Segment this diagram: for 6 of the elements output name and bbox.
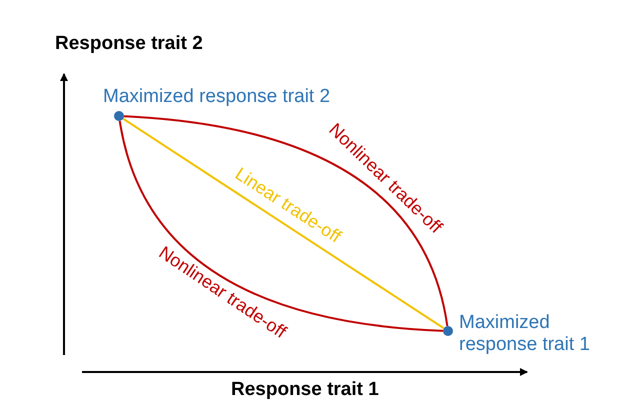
- data-point: [443, 326, 453, 336]
- point-label: Maximized response trait 1: [459, 312, 591, 356]
- point-label: Maximized response trait 2: [103, 86, 330, 108]
- axis-title: Response trait 1: [231, 379, 379, 401]
- axis-title: Response trait 2: [55, 33, 203, 55]
- data-point: [114, 111, 124, 121]
